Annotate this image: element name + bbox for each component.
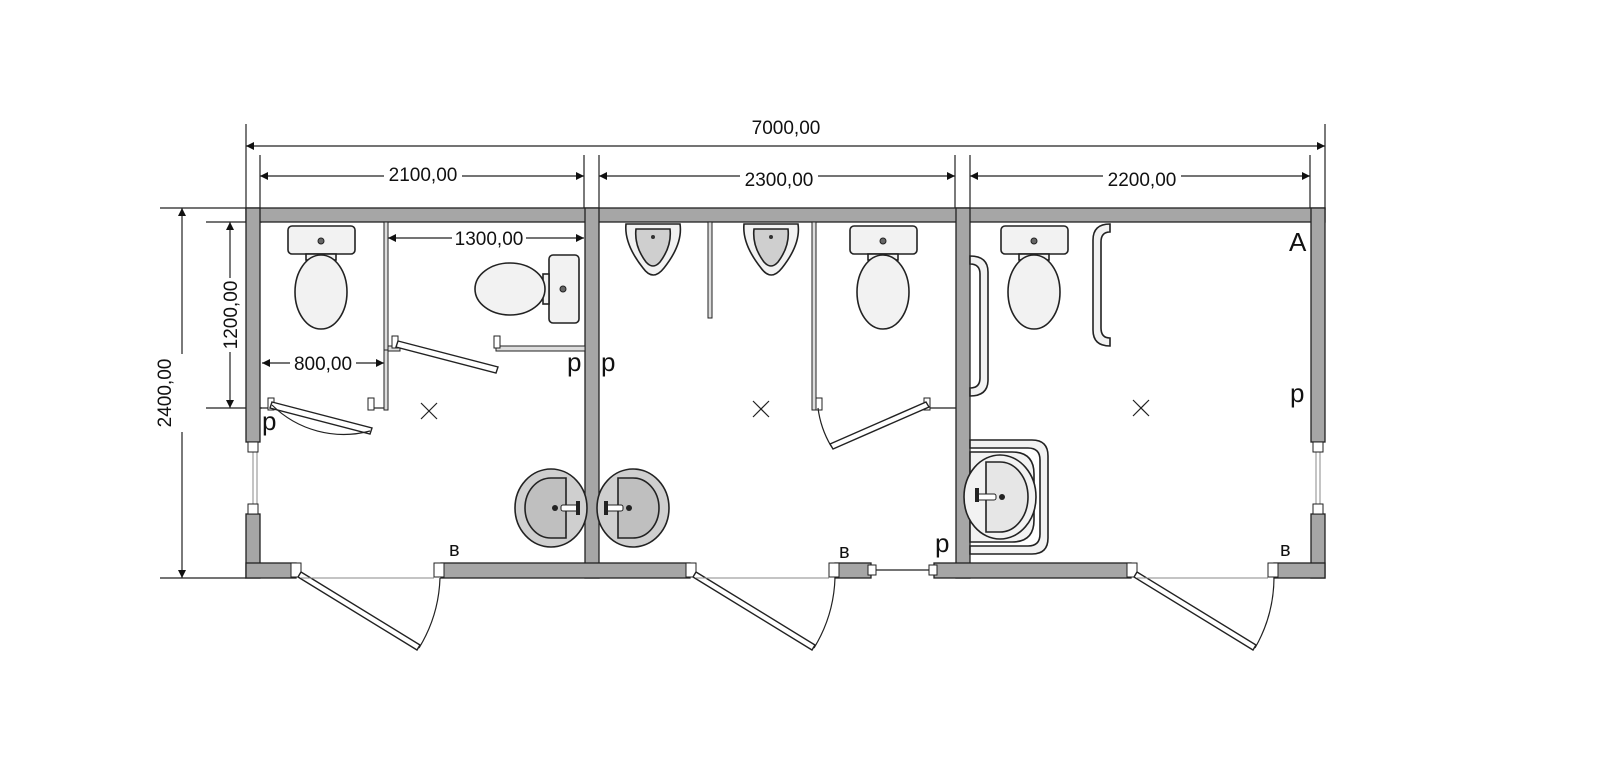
grab-bar-icon — [1092, 223, 1111, 347]
dim-section-2: 2300,00 — [745, 170, 814, 191]
toilet-icon — [849, 225, 918, 330]
urinal-icon — [743, 223, 800, 276]
grab-bar-icon — [969, 255, 989, 397]
mark-p: р — [567, 347, 581, 377]
mark-p: р — [935, 528, 949, 558]
accessible-sink-icon — [963, 439, 1049, 555]
toilet-icon — [474, 254, 580, 324]
dimension-labels: 7000,00 2100,00 2300,00 2200,00 1300,00 … — [155, 114, 1181, 432]
mark-b: в — [449, 539, 460, 561]
openings — [247, 441, 1324, 576]
urinal-icon — [625, 223, 682, 276]
floor-drain-icon — [420, 402, 438, 420]
floor-drain-icon — [1132, 399, 1150, 417]
sink-icon — [514, 468, 588, 548]
mark-b: в — [1280, 539, 1291, 561]
toilet-icon — [1000, 225, 1069, 330]
mark-b: в — [839, 541, 850, 563]
cabin-door-1[interactable] — [269, 401, 373, 436]
dim-cabin-depth: 1200,00 — [221, 281, 242, 350]
dim-overall-width: 2400,00 — [155, 359, 176, 428]
fixtures — [287, 223, 1150, 555]
toilet-icon — [287, 225, 356, 330]
cabin-door-2[interactable] — [395, 340, 499, 374]
dim-cabin-2-length: 1300,00 — [455, 229, 524, 250]
dim-section-1: 2100,00 — [389, 165, 458, 186]
mark-p: р — [262, 406, 276, 436]
dim-overall-length: 7000,00 — [752, 118, 821, 139]
dim-cabin-width: 800,00 — [294, 354, 352, 375]
entrance-door-3[interactable] — [1126, 562, 1279, 651]
doors — [269, 340, 1279, 651]
entrance-door-2[interactable] — [685, 562, 840, 651]
entrance-door-1[interactable] — [290, 562, 445, 651]
sink-icon — [596, 468, 670, 548]
dim-section-3: 2200,00 — [1108, 170, 1177, 191]
mark-a: А — [1289, 227, 1307, 257]
floor-drain-icon — [752, 400, 770, 418]
marks: р р р р р в в в А — [262, 227, 1307, 563]
cabin-door-3[interactable] — [817, 401, 931, 450]
mark-p: р — [1290, 378, 1304, 408]
mark-p: р — [601, 347, 615, 377]
